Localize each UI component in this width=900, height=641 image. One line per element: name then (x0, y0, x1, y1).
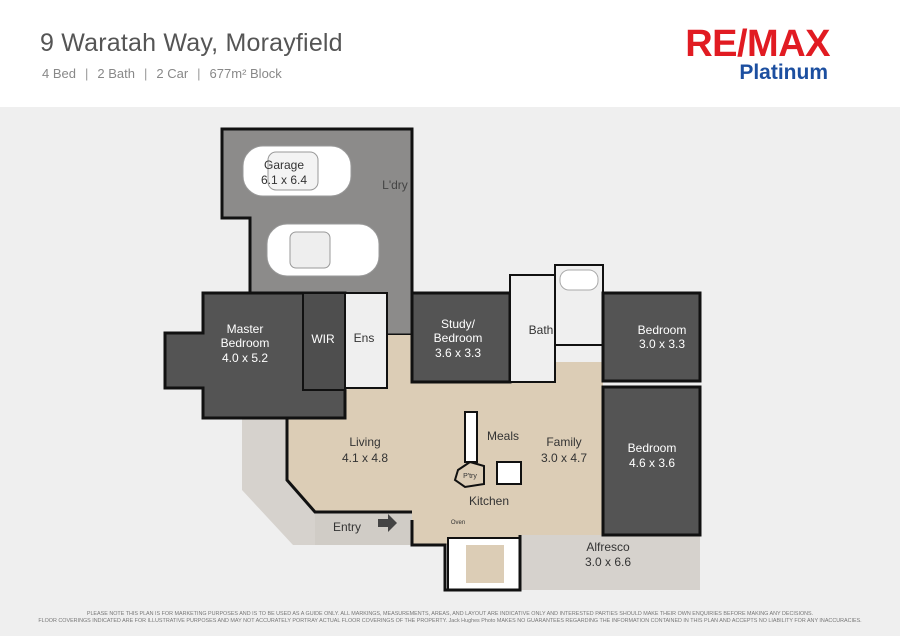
study-bedroom (410, 291, 512, 384)
room-label: Study/ (441, 317, 476, 331)
spec-cars: 2 Car (156, 66, 189, 81)
room-label: Bedroom (221, 336, 270, 350)
bathtub-icon (559, 269, 599, 291)
living-floor (287, 335, 635, 590)
car-icon (242, 145, 352, 197)
bedroom-2 (601, 291, 702, 383)
room-label: Bath (529, 323, 554, 337)
alfresco-area (520, 535, 700, 590)
logo-main: RE/MAX (685, 23, 830, 65)
property-address: 9 Waratah Way, Morayfield (40, 29, 343, 57)
kitchen-island (466, 545, 504, 583)
room-dims: 4.6 x 3.6 (629, 456, 675, 470)
disclaimer-line-2: FLOOR COVERINGS INDICATED ARE FOR ILLUST… (38, 618, 862, 624)
room-label: P'try (463, 473, 477, 480)
spec-beds: 4 Bed (42, 66, 76, 81)
spec-block: 677m² Block (209, 66, 282, 81)
bedroom-3 (601, 385, 702, 537)
entry-arrow-icon (378, 514, 397, 532)
room-label: Family (546, 435, 581, 449)
room-label: Meals (487, 429, 519, 443)
room-label: Living (349, 435, 380, 449)
room-label: Bedroom (638, 323, 687, 337)
pantry (453, 460, 485, 489)
room-label: Oven (451, 520, 465, 526)
fridge-space (496, 461, 522, 485)
room-dims: 6.1 x 6.4 (261, 173, 307, 187)
spec-baths: 2 Bath (97, 66, 135, 81)
room-dims: 3.0 x 6.6 (585, 555, 631, 569)
room-label: Entry (333, 520, 361, 534)
room-label: Garage (264, 158, 304, 172)
room-dims: 3.6 x 3.3 (435, 346, 481, 360)
room-dims: 3.0 x 3.3 (639, 337, 685, 351)
room-label: WIR (311, 332, 335, 346)
ensuite (344, 292, 388, 389)
logo-sub: Platinum (739, 61, 828, 84)
disclaimer-line-1: PLEASE NOTE THIS PLAN IS FOR MARKETING P… (86, 611, 814, 617)
meals-bench (464, 411, 478, 463)
room-label: L'dry (382, 178, 408, 192)
room-label: Ens (354, 331, 375, 345)
room-dims: 4.0 x 5.2 (222, 351, 268, 365)
separator: | (197, 66, 201, 81)
car-icon (266, 223, 380, 277)
room-dims: 4.1 x 4.8 (342, 451, 388, 465)
room-label: Kitchen (469, 494, 509, 508)
room-label: Alfresco (586, 540, 630, 554)
entry-area (315, 512, 412, 545)
room-dims: 3.0 x 4.7 (541, 451, 587, 465)
remax-logo: RE/MAX Platinum (655, 23, 830, 84)
room-label: Bedroom (434, 331, 483, 345)
floor-plan-area: Garage 6.1 x 6.4 Master Bedroom 4.0 x 5.… (0, 107, 900, 636)
wall (285, 418, 412, 514)
header: 9 Waratah Way, Morayfield 4 Bed | 2 Bath | 2… (0, 0, 900, 107)
bathroom (509, 274, 556, 383)
paver-area-front (242, 403, 412, 545)
separator: | (143, 66, 148, 81)
property-specs: 4 Bed | 2 Bath | 2 Car | 677m² Block (42, 66, 282, 81)
separator: | (84, 66, 89, 81)
floor-plan: Garage 6.1 x 6.4 Master Bedroom 4.0 x 5.… (163, 127, 702, 592)
wall (410, 520, 522, 592)
room-label: Master (227, 322, 264, 336)
room-label: Bedroom (628, 441, 677, 455)
